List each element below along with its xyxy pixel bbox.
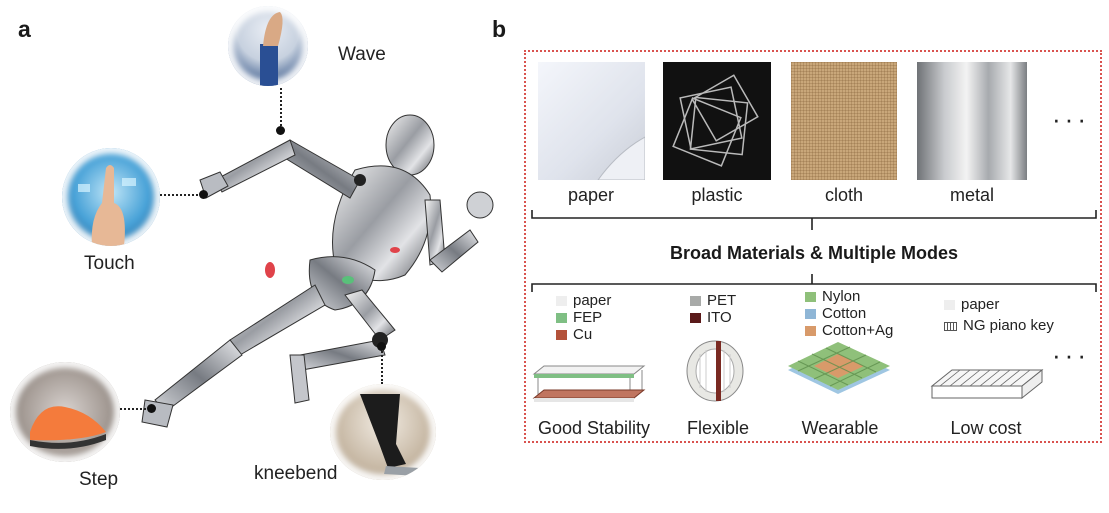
legend-item-paper: paper	[556, 292, 611, 309]
kneebend-label: kneebend	[254, 463, 338, 484]
robot-figure	[141, 114, 494, 428]
legend-item-piano-key: NG piano key	[944, 317, 1054, 334]
plastic-swatch	[663, 62, 771, 180]
panel-a-letter: a	[18, 16, 31, 42]
legend-item-paper-2: paper	[944, 296, 1054, 313]
wearable-legend: Nylon Cotton Cotton+Ag	[805, 288, 893, 339]
low-cost-legend: paper NG piano key	[944, 296, 1054, 334]
legend-item-ito: ITO	[690, 309, 736, 326]
legend-item-fep: FEP	[556, 309, 611, 326]
cloth-label: cloth	[824, 185, 864, 205]
wearable-illustration	[788, 342, 890, 394]
good-stability-legend: paper FEP Cu	[556, 292, 611, 343]
wave-photo	[228, 6, 308, 86]
panel-b-frame	[524, 50, 1102, 443]
mode-good-stability: Good Stability	[537, 418, 651, 438]
legend-item-cotton: Cotton	[805, 305, 893, 322]
center-title: Broad Materials & Multiple Modes	[669, 243, 959, 263]
legend-item-nylon: Nylon	[805, 288, 893, 305]
bottom-brace	[531, 274, 1097, 292]
paper-label: paper	[567, 185, 615, 205]
touch-label: Touch	[84, 253, 135, 274]
legend-item-pet: PET	[690, 292, 736, 309]
mode-flexible: Flexible	[686, 418, 750, 438]
piano-key-icon	[944, 321, 957, 331]
good-stability-illustration	[532, 365, 646, 402]
mode-wearable: Wearable	[801, 418, 879, 438]
wave-label: Wave	[338, 44, 386, 65]
step-photo	[10, 362, 120, 462]
paper-swatch	[538, 62, 646, 181]
top-brace	[531, 210, 1097, 230]
flexible-legend: PET ITO	[690, 292, 736, 326]
waving-arm-icon	[260, 12, 283, 86]
low-cost-illustration	[930, 368, 1044, 400]
cloth-swatch	[791, 62, 897, 180]
legend-item-cotton-ag: Cotton+Ag	[805, 322, 893, 339]
plastic-label: plastic	[691, 185, 743, 205]
metal-label: metal	[949, 185, 994, 205]
leg-icon	[360, 394, 420, 476]
flexible-illustration	[686, 340, 744, 402]
mode-low-cost: Low cost	[950, 418, 1022, 438]
kneebend-photo	[330, 384, 436, 480]
metal-swatch	[917, 62, 1027, 180]
more-modes-dots: ···	[1052, 340, 1090, 370]
panel-b-letter: b	[492, 16, 507, 42]
step-label: Step	[79, 469, 119, 490]
legend-item-cu: Cu	[556, 326, 611, 343]
running-shoe-icon	[30, 406, 106, 449]
touch-photo	[62, 148, 160, 246]
more-materials-dots: ···	[1052, 104, 1090, 134]
touch-hand-icon	[78, 165, 136, 246]
